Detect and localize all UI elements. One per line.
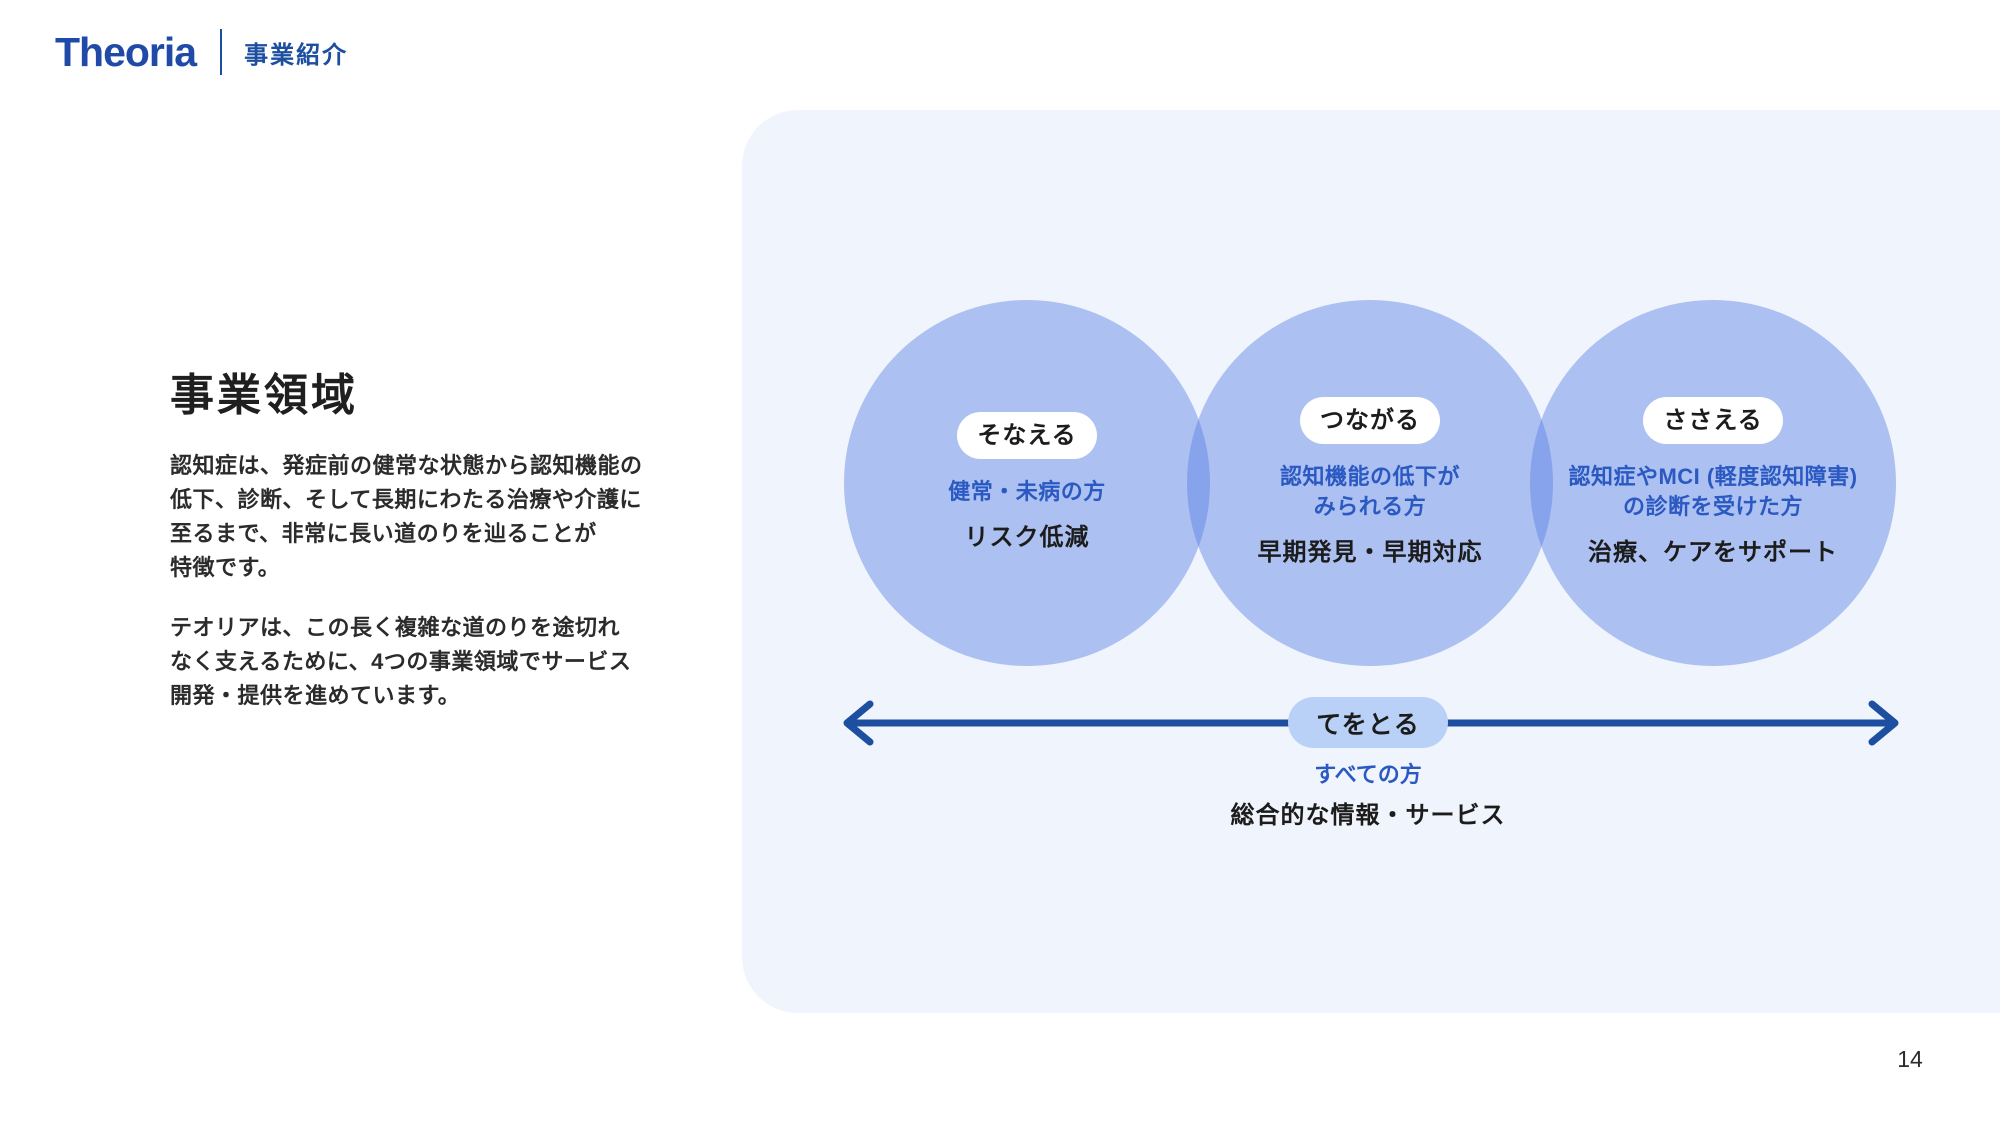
page-title: 事業領域 bbox=[170, 371, 358, 420]
diagram-panel: そなえる 健常・未病の方 リスク低減 つながる 認知機能の低下が みられる方 早… bbox=[742, 110, 2000, 1013]
stage-pill-sasaeru: ささえる bbox=[1643, 397, 1783, 444]
header: Theoria 事業紹介 bbox=[55, 26, 348, 78]
circle-sonaeru: そなえる 健常・未病の方 リスク低減 bbox=[844, 300, 1210, 666]
intro-section: 事業領域 認知症は、発症前の健常な状態から認知機能の 低下、診断、そして長期にわ… bbox=[170, 370, 690, 713]
audience-label-tsunagaru: 認知機能の低下が みられる方 bbox=[1279, 464, 1460, 519]
intro-paragraph-2: テオリアは、この長く複雑な道のりを途切れ なく支えるために、4つの事業領域でサー… bbox=[170, 614, 632, 708]
stage-pill-tsunagaru: つながる bbox=[1300, 397, 1440, 444]
header-divider bbox=[220, 29, 223, 75]
action-label-sasaeru: 治療、ケアをサポート bbox=[1588, 539, 1838, 566]
action-label-sonaeru: リスク低減 bbox=[964, 524, 1090, 551]
theoria-logo: Theoria bbox=[55, 28, 197, 75]
header-subtitle: 事業紹介 bbox=[244, 41, 349, 69]
audience-label-sasaeru: 認知症やMCI (軽度認知障害) の診断を受けた方 bbox=[1568, 464, 1858, 519]
audience-label-tewotoru: すべての方 bbox=[1314, 762, 1422, 787]
intro-paragraph-1: 認知症は、発症前の健常な状態から認知機能の 低下、診断、そして長期にわたる治療や… bbox=[170, 452, 643, 580]
circle-tsunagaru-content: つながる 認知機能の低下が みられる方 早期発見・早期対応 bbox=[1187, 300, 1553, 666]
circle-sasaeru: ささえる 認知症やMCI (軽度認知障害) の診断を受けた方 治療、ケアをサポー… bbox=[1530, 300, 1896, 666]
stage-pill-sonaeru: そなえる bbox=[957, 412, 1097, 459]
action-label-tsunagaru: 早期発見・早期対応 bbox=[1257, 539, 1483, 566]
circle-tsunagaru: つながる 認知機能の低下が みられる方 早期発見・早期対応 bbox=[1187, 300, 1553, 666]
axis-labels: すべての方 総合的な情報・サービス bbox=[1188, 760, 1548, 832]
audience-label-sonaeru: 健常・未病の方 bbox=[948, 479, 1106, 504]
page-number: 14 bbox=[1897, 1046, 1923, 1072]
arrowhead-left-icon bbox=[843, 700, 874, 746]
action-label-tewotoru: 総合的な情報・サービス bbox=[1230, 802, 1506, 829]
arrowhead-right-icon bbox=[1868, 700, 1899, 746]
circle-sonaeru-content: そなえる 健常・未病の方 リスク低減 bbox=[844, 300, 1210, 666]
stage-pill-tewotoru: てをとる bbox=[1288, 697, 1448, 748]
circle-sasaeru-content: ささえる 認知症やMCI (軽度認知障害) の診断を受けた方 治療、ケアをサポー… bbox=[1530, 300, 1896, 666]
